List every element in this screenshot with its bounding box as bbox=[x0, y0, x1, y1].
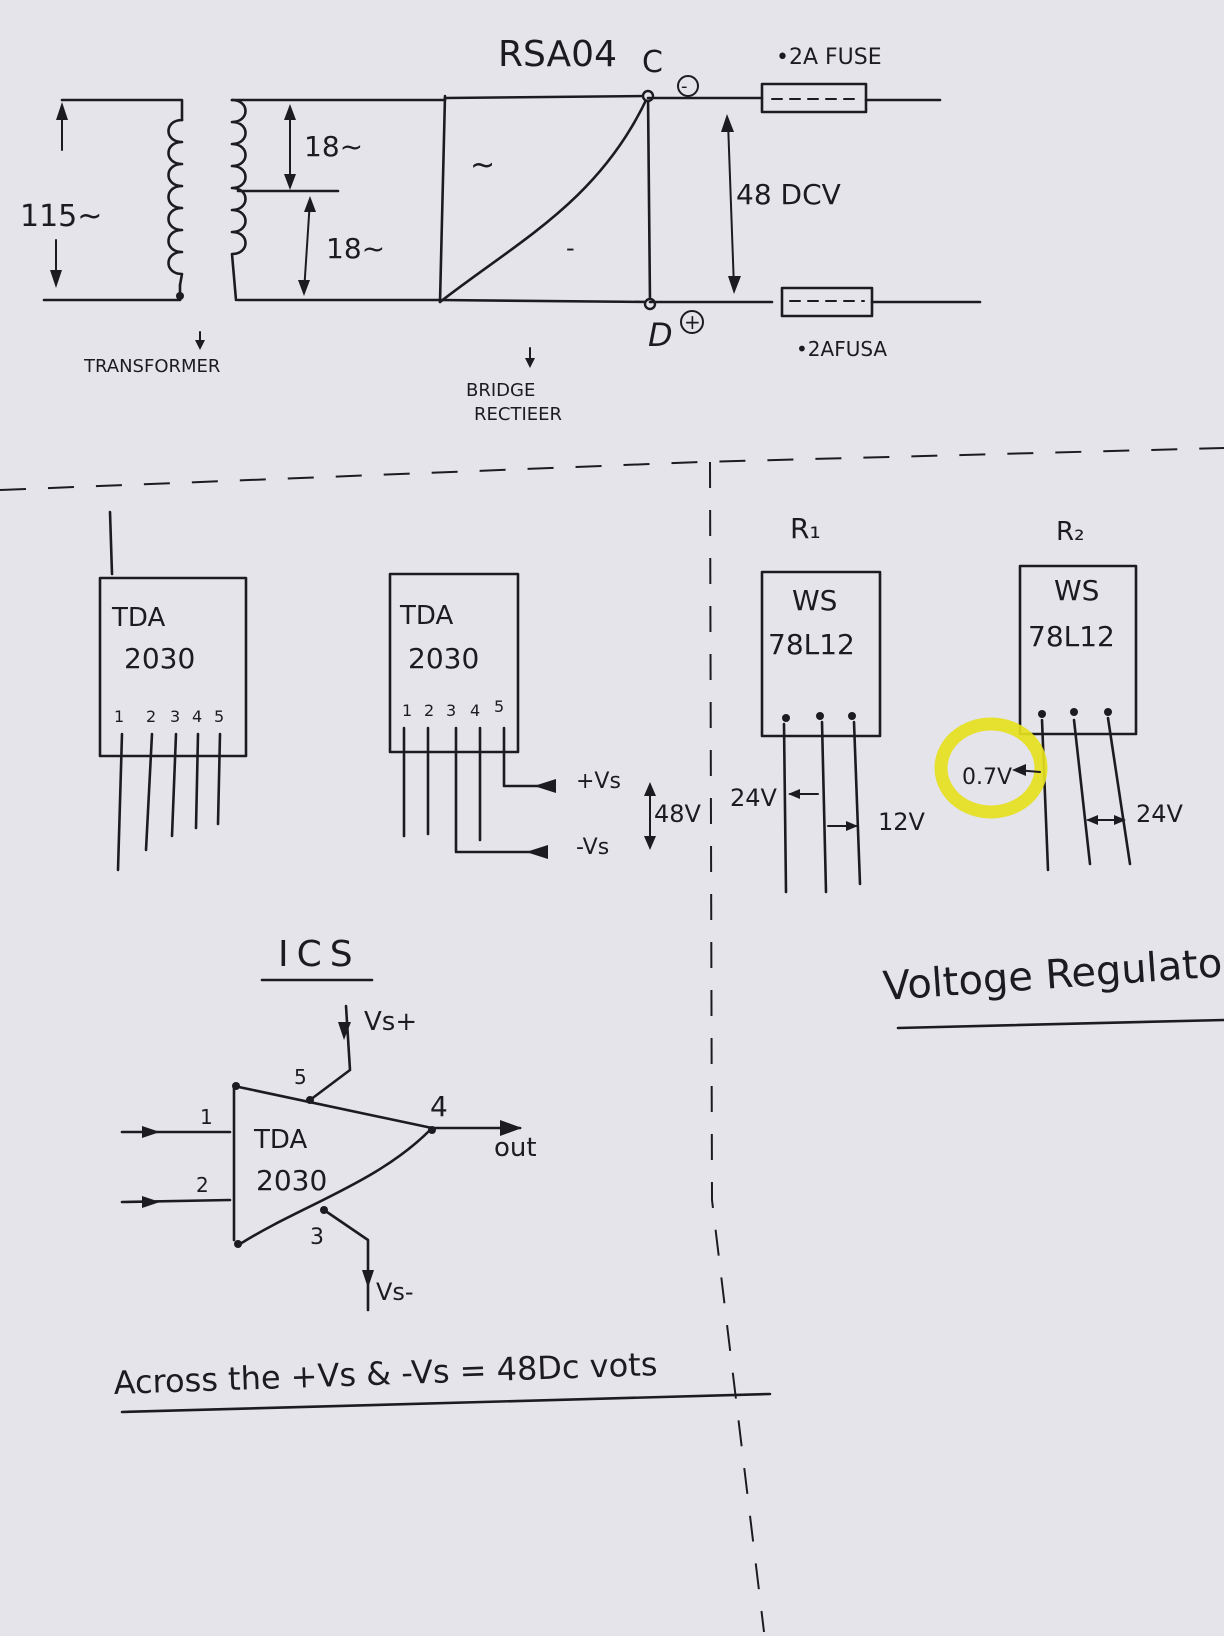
r1-line1: WS bbox=[792, 584, 837, 617]
primary-coil bbox=[167, 118, 184, 287]
ic2-pin-4: 4 bbox=[470, 701, 480, 720]
secondary-lower-label: 18~ bbox=[326, 232, 385, 265]
node-c bbox=[641, 89, 655, 103]
r2-line1: WS bbox=[1054, 574, 1099, 607]
amp-vs-minus: Vs- bbox=[376, 1278, 414, 1306]
amp-pin-2: 2 bbox=[196, 1173, 209, 1197]
output-voltage-label: 48 DCV bbox=[736, 178, 841, 211]
amp-pin-1: 1 bbox=[200, 1105, 213, 1129]
fuse-top-label: •2A FUSE bbox=[776, 45, 882, 70]
regulator-heading-text: Voltoge Regulato bbox=[881, 940, 1223, 1010]
rectifier-part-number: RSA04 bbox=[498, 34, 617, 75]
ic2-pin-2: 2 bbox=[424, 701, 434, 720]
amp-pin-4: 4 bbox=[430, 1090, 448, 1123]
ic1-pin-5: 5 bbox=[214, 707, 224, 726]
amp-vs-plus: Vs+ bbox=[364, 1007, 417, 1037]
note-block: Across the +Vs & -Vs = 48Dc vots bbox=[113, 1345, 772, 1414]
rectifier-label-line2: RECTIEER bbox=[474, 404, 562, 425]
r1-right-voltage: 12V bbox=[878, 808, 926, 836]
r1-line2: 78L12 bbox=[768, 628, 855, 661]
primary-voltage-label: 115~ bbox=[20, 199, 102, 234]
highlight-circle bbox=[934, 717, 1048, 819]
ic1-pin-4: 4 bbox=[192, 707, 202, 726]
ic-package-1: TDA 2030 1 2 3 4 5 bbox=[98, 510, 248, 872]
regulator-heading: Voltoge Regulato bbox=[881, 940, 1224, 1030]
note-text: Across the +Vs & -Vs = 48Dc vots bbox=[113, 1345, 658, 1402]
transformer: 115~ 18~ 18~ TRANSFORMER bbox=[20, 98, 447, 377]
regulator-r2: R₂ WS 78L12 0.7V 24V bbox=[934, 517, 1184, 872]
minus-vs-label: -Vs bbox=[576, 835, 609, 860]
regulator-r1: R₁ WS 78L12 24V 12V bbox=[730, 512, 926, 894]
ic1-pin-3: 3 bbox=[170, 707, 180, 726]
node-c-label: C bbox=[642, 45, 663, 80]
amp-pin-5: 5 bbox=[294, 1065, 307, 1089]
ic1-pin-2: 2 bbox=[146, 707, 156, 726]
ic2-pin-3: 3 bbox=[446, 701, 456, 720]
ic-package-2: TDA 2030 1 2 3 4 5 +Vs -Vs 48V bbox=[388, 572, 702, 860]
r1-ref: R₁ bbox=[790, 512, 821, 545]
rectifier-label-line1: BRIDGE bbox=[466, 380, 535, 401]
ics-heading: ICS bbox=[260, 934, 374, 982]
rectifier-ac-symbol: ~ bbox=[470, 148, 495, 183]
rectifier-dc-symbol: - bbox=[566, 234, 575, 262]
secondary-coil bbox=[230, 98, 247, 302]
node-d bbox=[643, 297, 657, 311]
horizontal-separator bbox=[0, 447, 1224, 491]
ics-heading-text: ICS bbox=[278, 934, 361, 975]
node-d-label: D bbox=[648, 316, 673, 354]
secondary-upper-label: 18~ bbox=[304, 130, 363, 163]
amp-out-label: out bbox=[494, 1133, 537, 1163]
r2-right-voltage: 24V bbox=[1136, 800, 1184, 828]
node-d-sign: + bbox=[684, 310, 701, 334]
node-c-sign: - bbox=[681, 76, 688, 97]
amp-line1: TDA bbox=[253, 1125, 307, 1155]
r2-ref: R₂ bbox=[1056, 517, 1085, 547]
supply-48v-label: 48V bbox=[654, 800, 702, 828]
ic2-line1: TDA bbox=[399, 601, 453, 631]
amp-pin-3: 3 bbox=[310, 1225, 324, 1250]
transformer-label: TRANSFORMER bbox=[83, 356, 220, 377]
fuse-bottom bbox=[780, 286, 874, 318]
amp-line2: 2030 bbox=[256, 1164, 327, 1197]
ic1-line1: TDA bbox=[111, 603, 165, 633]
ic2-pin-1: 1 bbox=[402, 701, 412, 720]
vertical-separator bbox=[709, 461, 765, 1633]
ic2-pin-5: 5 bbox=[494, 697, 504, 716]
bridge-rectifier: ~ - RSA04 C - D + BRIDGE RECTIEER bbox=[438, 34, 704, 425]
r1-left-voltage: 24V bbox=[730, 784, 778, 812]
fuse-bottom-label: •2AFUSA bbox=[796, 337, 887, 361]
ic1-line2: 2030 bbox=[124, 642, 195, 675]
r2-line2: 78L12 bbox=[1028, 620, 1115, 653]
ic2-line2: 2030 bbox=[408, 642, 479, 675]
dc-output: •2A FUSE •2AFUSA 48 DCV bbox=[646, 45, 982, 361]
ic1-pin-1: 1 bbox=[114, 707, 124, 726]
r2-left-voltage: 0.7V bbox=[962, 765, 1012, 790]
plus-vs-label: +Vs bbox=[576, 769, 621, 794]
fuse-top bbox=[760, 82, 868, 114]
amplifier-symbol: 1 2 4 out Vs+ 5 Vs- 3 TDA 2030 bbox=[120, 1004, 537, 1312]
